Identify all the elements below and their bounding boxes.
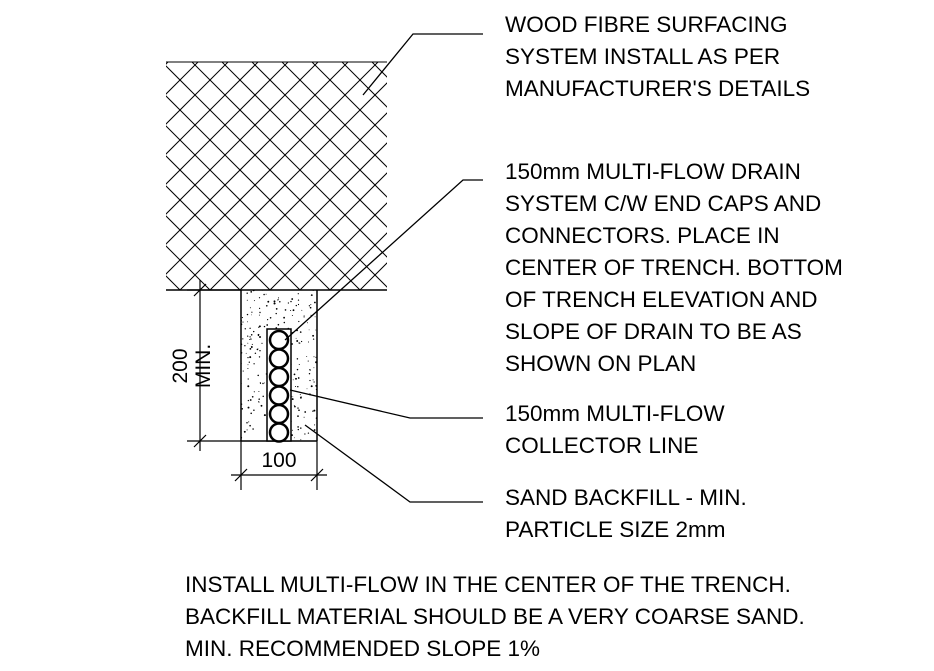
note-line: 150mm MULTI-FLOW DRAIN [505,159,801,184]
note-line: MIN. RECOMMENDED SLOPE 1% [185,636,541,661]
note-line: SYSTEM INSTALL AS PER [505,44,781,69]
wood-fibre-surfacing-layer [166,61,387,291]
note-line: SHOWN ON PLAN [505,351,697,376]
multi-flow-drain [266,328,292,443]
note-line: SLOPE OF DRAIN TO BE AS [505,319,802,344]
drain-pipe-circle [268,348,290,369]
note-line: CENTER OF TRENCH. BOTTOM [505,255,843,280]
note-line: OF TRENCH ELEVATION AND [505,287,818,312]
drain-pipe-circle [268,403,290,425]
note-line: WOOD FIBRE SURFACING [505,12,788,37]
width-dimension [231,441,327,490]
leader-lines [284,33,483,503]
drain-leader [284,179,483,341]
drain-note: 150mm MULTI-FLOW DRAIN SYSTEM C/W END CA… [505,156,843,380]
note-line: 150mm MULTI-FLOW [505,401,725,426]
note-line: BACKFILL MATERIAL SHOULD BE A VERY COARS… [185,604,805,629]
general-notes: INSTALL MULTI-FLOW IN THE CENTER OF THE … [185,569,805,665]
note-line: INSTALL MULTI-FLOW IN THE CENTER OF THE … [185,572,791,597]
drain-pipe-circle [268,385,290,406]
width-dimension-value: 100 [261,449,296,472]
note-line: PARTICLE SIZE 2mm [505,517,726,542]
note-line: MANUFACTURER'S DETAILS [505,76,811,101]
collector-leader [289,389,483,419]
depth-dimension-value: 200 [169,348,192,383]
depth-dimension [187,280,241,451]
backfill-leader [304,424,483,503]
drain-pipe-circle [268,366,290,388]
note-line: SAND BACKFILL - MIN. [505,485,747,510]
collector-note: 150mm MULTI-FLOW COLLECTOR LINE [505,398,725,462]
depth-dimension-qualifier: MIN. [192,344,215,388]
surfacing-leader [362,33,483,96]
drain-pipe-circle [268,422,290,443]
surfacing-note: WOOD FIBRE SURFACING SYSTEM INSTALL AS P… [505,9,810,105]
note-line: SYSTEM C/W END CAPS AND [505,191,822,216]
note-line: CONNECTORS. PLACE IN [505,223,780,248]
backfill-note: SAND BACKFILL - MIN. PARTICLE SIZE 2mm [505,482,747,546]
note-line: COLLECTOR LINE [505,433,699,458]
